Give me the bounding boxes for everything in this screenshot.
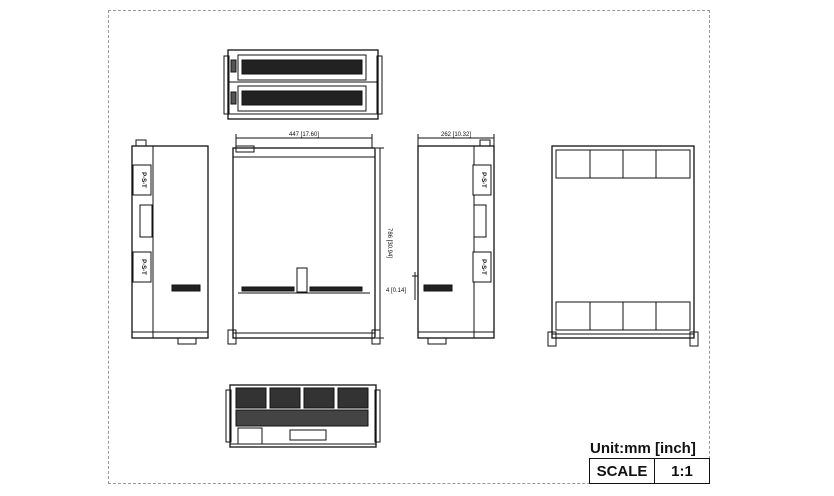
- front-view: [223, 49, 383, 120]
- scale-box: SCALE 1:1: [589, 458, 710, 484]
- scale-label: SCALE: [590, 459, 655, 483]
- top-view: [227, 134, 384, 345]
- right-lower-side-label: P-S-T: [480, 259, 486, 275]
- left-side-view: [131, 139, 209, 345]
- scale-value: 1:1: [671, 462, 693, 480]
- bottom-view: [547, 145, 699, 347]
- handle-dimension-label: 4 [0.14]: [386, 288, 406, 294]
- unit-label: Unit:mm [inch]: [590, 440, 696, 457]
- width-dimension-label: 447 [17.60]: [289, 132, 319, 138]
- right-side-view: [412, 134, 495, 345]
- depth-dimension-label: 786 [30.94]: [386, 228, 392, 258]
- right-upper-side-label: P-S-T: [480, 172, 486, 188]
- left-upper-side-label: P-S-T: [140, 172, 146, 188]
- height-dimension-label: 262 [10.32]: [441, 132, 471, 138]
- rear-view: [225, 384, 381, 448]
- sheet-border: [108, 10, 710, 484]
- left-lower-side-label: P-S-T: [140, 259, 146, 275]
